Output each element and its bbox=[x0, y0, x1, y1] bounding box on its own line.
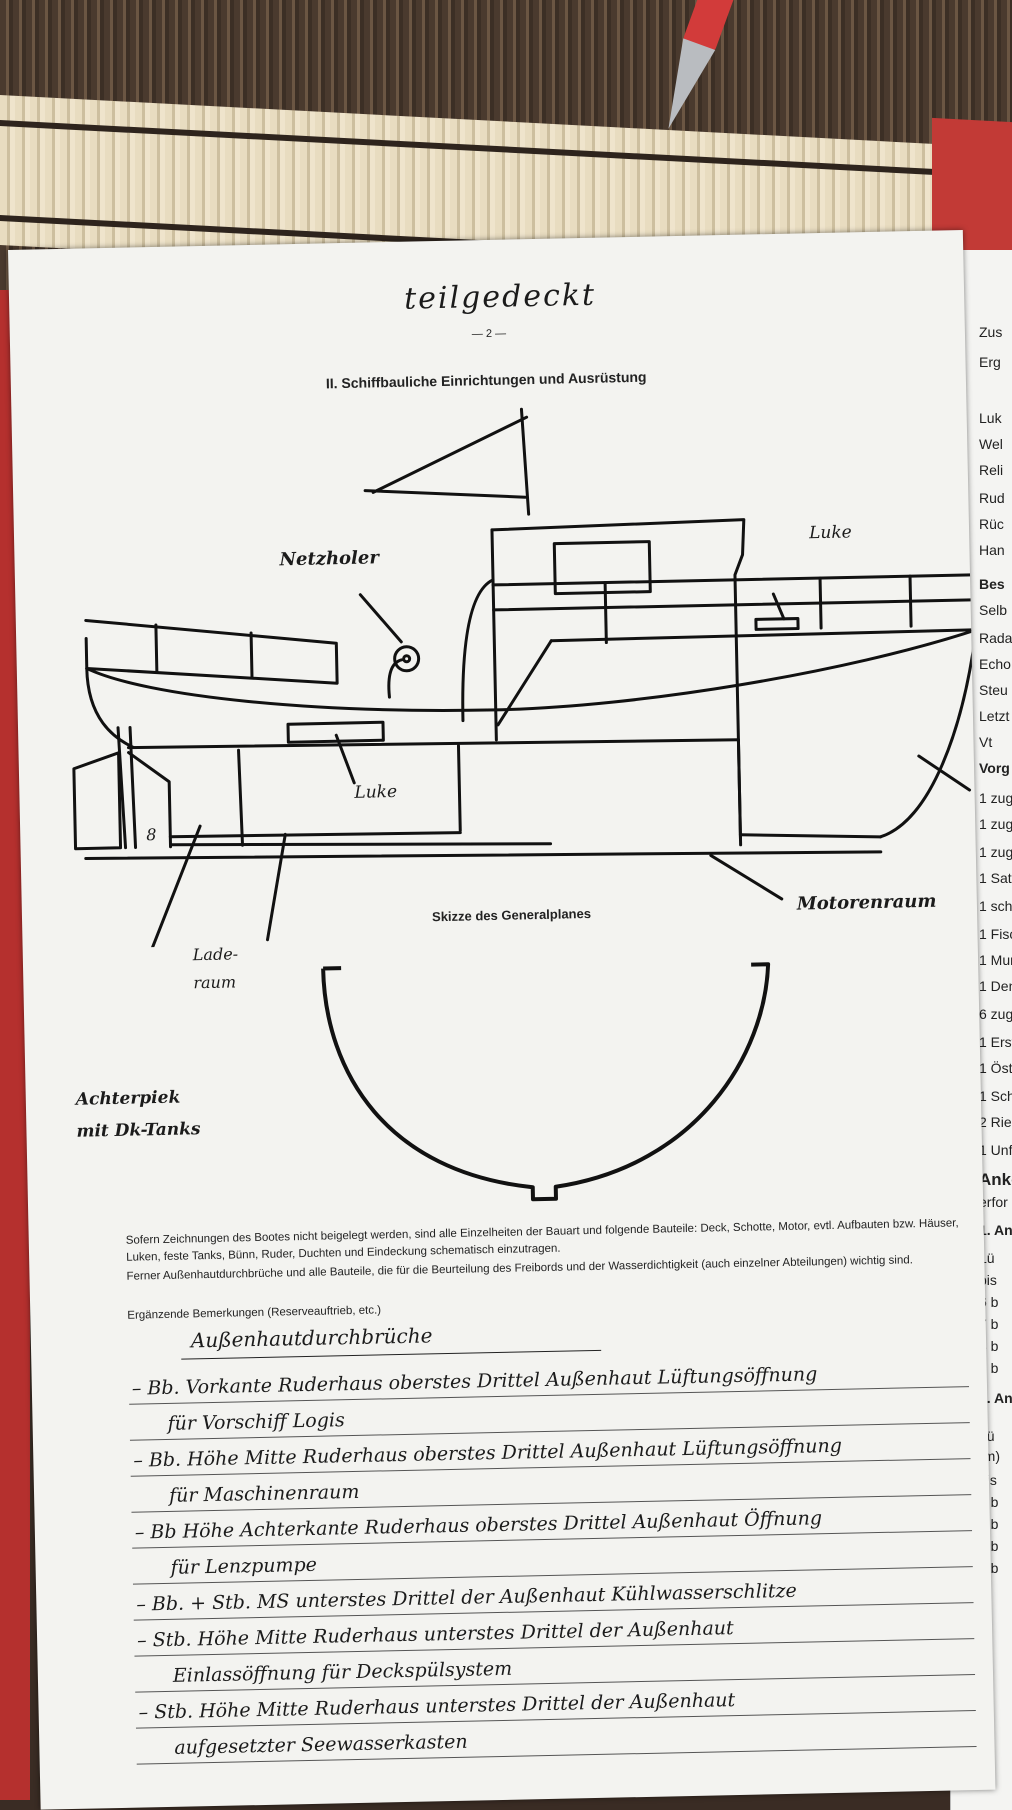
remark-line: für Vorschiff Logis bbox=[167, 1409, 345, 1435]
right-page-item: Selb bbox=[979, 602, 1008, 618]
wheelhouse-curve bbox=[461, 578, 495, 723]
boom-stay bbox=[371, 415, 529, 494]
right-page-item: Zus bbox=[979, 324, 1003, 340]
right-page-item: Steu bbox=[979, 682, 1008, 698]
right-page-item: 1 Den bbox=[979, 978, 1012, 994]
right-page-item: Reli bbox=[979, 462, 1004, 478]
wheelhouse-window bbox=[552, 540, 652, 596]
remark-line: – Bb Höhe Achterkante Ruderhaus oberstes… bbox=[134, 1507, 823, 1544]
bulkhead bbox=[237, 748, 245, 847]
right-page-item: Erg bbox=[979, 354, 1001, 370]
remark-line: – Stb. Höhe Mitte Ruderhaus unterstes Dr… bbox=[138, 1689, 736, 1724]
hull-cross-section bbox=[321, 962, 771, 1202]
right-page-item: 6 zuge bbox=[979, 1006, 1012, 1022]
wheelhouse-front bbox=[490, 528, 498, 742]
right-page-item: Letzt bbox=[979, 708, 1010, 724]
right-page-item: Wel bbox=[979, 436, 1003, 452]
remark-line: für Lenzpumpe bbox=[170, 1553, 318, 1579]
right-page-item: Luk bbox=[979, 410, 1002, 426]
remarks-heading: Außenhautdurchbrüche bbox=[190, 1323, 433, 1353]
deck-line-fore bbox=[549, 628, 978, 643]
right-page-item: 1 Unfa bbox=[979, 1142, 1012, 1158]
hatch-fore bbox=[754, 617, 800, 631]
right-page-item: 1 Erst bbox=[979, 1034, 1012, 1050]
right-page-item: 1 zug bbox=[979, 844, 1012, 860]
stern-bulwark bbox=[84, 618, 339, 685]
right-page-item: 2 Rien bbox=[979, 1114, 1012, 1130]
general-plan-sketch bbox=[72, 407, 978, 950]
right-page-item: Bes bbox=[979, 576, 1005, 592]
right-page-item: Rud bbox=[979, 490, 1005, 506]
remark-line: für Maschinenraum bbox=[168, 1480, 360, 1507]
right-page-item: 1 Östa bbox=[979, 1060, 1012, 1076]
leader-achterpiek bbox=[103, 824, 202, 950]
remark-line: aufgesetzter Seewasserkasten bbox=[174, 1730, 468, 1759]
remark-line: – Bb. + Stb. MS unterstes Drittel der Au… bbox=[136, 1579, 798, 1616]
mast bbox=[519, 407, 531, 516]
rail-top bbox=[491, 573, 977, 587]
right-page-item: 1 zug bbox=[979, 816, 1012, 832]
netzholer-drum bbox=[393, 645, 421, 673]
remark-line: – Stb. Höhe Mitte Ruderhaus unterstes Dr… bbox=[136, 1617, 734, 1652]
right-page-item: 1 zug bbox=[979, 790, 1012, 806]
right-page-item: Rüc bbox=[979, 516, 1004, 532]
right-page-item: erfor bbox=[979, 1194, 1008, 1210]
sheer-line bbox=[85, 628, 978, 712]
right-page-item: 1. An bbox=[979, 1222, 1012, 1238]
remarks-label: Ergänzende Bemerkungen (Reserveauftrieb,… bbox=[127, 1304, 382, 1322]
right-page-item: Han bbox=[979, 542, 1005, 558]
remark-line: – Bb. Höhe Mitte Ruderhaus oberstes Drit… bbox=[133, 1434, 843, 1472]
wheelhouse-outline bbox=[490, 518, 746, 842]
leader-laderaum bbox=[266, 832, 287, 942]
right-page-item: 1 Satz bbox=[979, 870, 1012, 886]
keel-line bbox=[84, 850, 883, 861]
leader-motorenraum bbox=[709, 853, 784, 901]
stern-curve bbox=[85, 666, 135, 749]
rail-mid bbox=[492, 598, 978, 612]
rudder bbox=[72, 751, 123, 851]
boom bbox=[363, 489, 527, 499]
right-page-item: Vt bbox=[979, 734, 993, 750]
remark-line: – Bb. Vorkante Ruderhaus oberstes Dritte… bbox=[131, 1363, 818, 1400]
document-page: teilgedeckt — 2 — II. Schiffbauliche Ein… bbox=[8, 229, 996, 1810]
right-page-item: 1 Scho bbox=[979, 1088, 1012, 1104]
right-page-item: Vorg bbox=[979, 760, 1010, 776]
right-page-item: 1 Fisc bbox=[979, 926, 1012, 942]
right-page-item: Echo bbox=[979, 656, 1011, 672]
right-page-item: 1 Mun bbox=[979, 952, 1012, 968]
remark-line: Einlassöffnung für Deckspülsystem bbox=[172, 1657, 513, 1687]
right-page-item: Rada bbox=[979, 630, 1012, 646]
bow-curve bbox=[878, 628, 978, 839]
hatch-hold bbox=[286, 720, 385, 744]
right-page-item: 1 sch bbox=[979, 898, 1012, 914]
main-deck bbox=[126, 738, 740, 750]
bulkhead bbox=[456, 744, 462, 833]
